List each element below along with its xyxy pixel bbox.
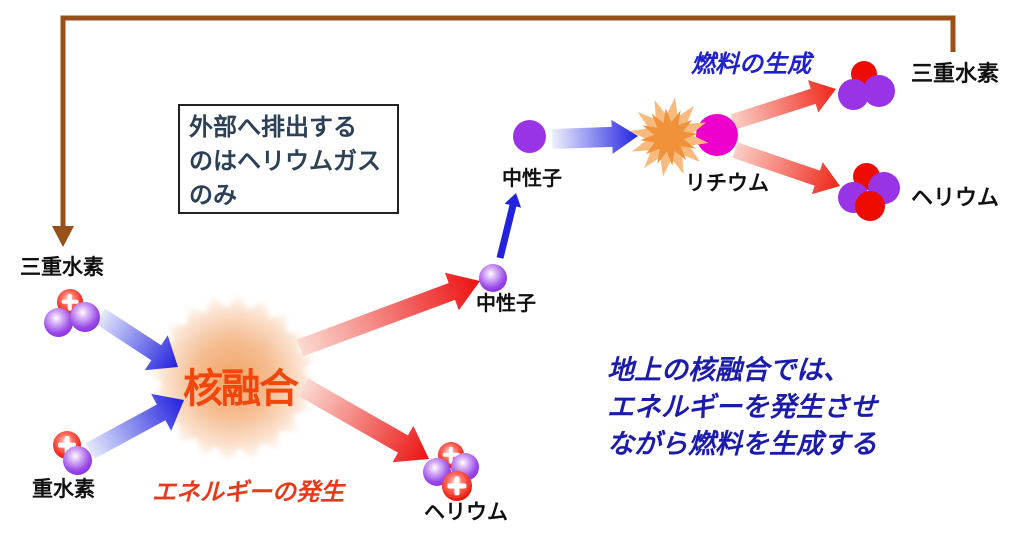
deuterium-label: 重水素 — [32, 478, 95, 501]
lithium-ball — [696, 114, 738, 156]
ground-fusion-caption: 地上の核融合では、 エネルギーを発生させ ながら燃料を生成する — [607, 352, 877, 463]
ground-caption-line: 地上の核融合では、 — [607, 355, 850, 385]
arrow-fusion-to-neutron — [296, 272, 480, 357]
tritium-right-label: 三重水素 — [911, 61, 1000, 86]
arrow-tritium-to-fusion — [95, 308, 178, 371]
ground-caption-line: エネルギーを発生させ — [607, 392, 877, 422]
arrow-lithium-to-tritium — [730, 80, 836, 130]
lithium-label: リチウム — [685, 172, 769, 195]
tritium-left-label: 三重水素 — [20, 256, 104, 279]
note-box: 外部へ排出する のはヘリウムガス のみ — [178, 104, 399, 214]
arrow-lithium-to-helium — [732, 142, 840, 195]
neutron-ball — [44, 308, 73, 337]
note-line: 外部へ排出する — [189, 114, 357, 141]
proton-ball — [855, 191, 885, 221]
energy-caption: エネルギーの発生 — [152, 479, 344, 506]
proton-ball — [442, 471, 472, 501]
helium-bottom-label: ヘリウム — [424, 501, 508, 524]
arrow-fusion-to-helium — [298, 378, 429, 463]
fuel-caption: 燃料の生成 — [691, 51, 811, 78]
neutron-ball — [513, 120, 546, 153]
fusion-burst — [147, 292, 319, 464]
feedback-loop-arrowhead-icon — [52, 226, 74, 247]
arrow-deuterium-to-fusion — [85, 393, 184, 459]
ground-caption-line: ながら燃料を生成する — [607, 429, 877, 459]
lithium-burst-inner — [640, 108, 698, 166]
fusion-label: 核融合 — [183, 367, 299, 411]
arrow-neutron-to-lithium — [551, 119, 638, 154]
neutron-mid-label: 中性子 — [476, 293, 536, 315]
neutron-ball — [70, 302, 100, 332]
neutron-top-label: 中性子 — [502, 168, 562, 190]
arrow-neutron-up — [496, 193, 522, 259]
helium-right-label: ヘリウム — [911, 185, 1000, 210]
feedback-loop-line — [60, 15, 956, 228]
note-line: のみ — [189, 182, 237, 209]
neutron-ball — [479, 264, 507, 292]
neutron-ball — [63, 446, 92, 475]
note-line: のはヘリウムガス — [189, 148, 381, 175]
neutron-ball — [838, 79, 869, 110]
